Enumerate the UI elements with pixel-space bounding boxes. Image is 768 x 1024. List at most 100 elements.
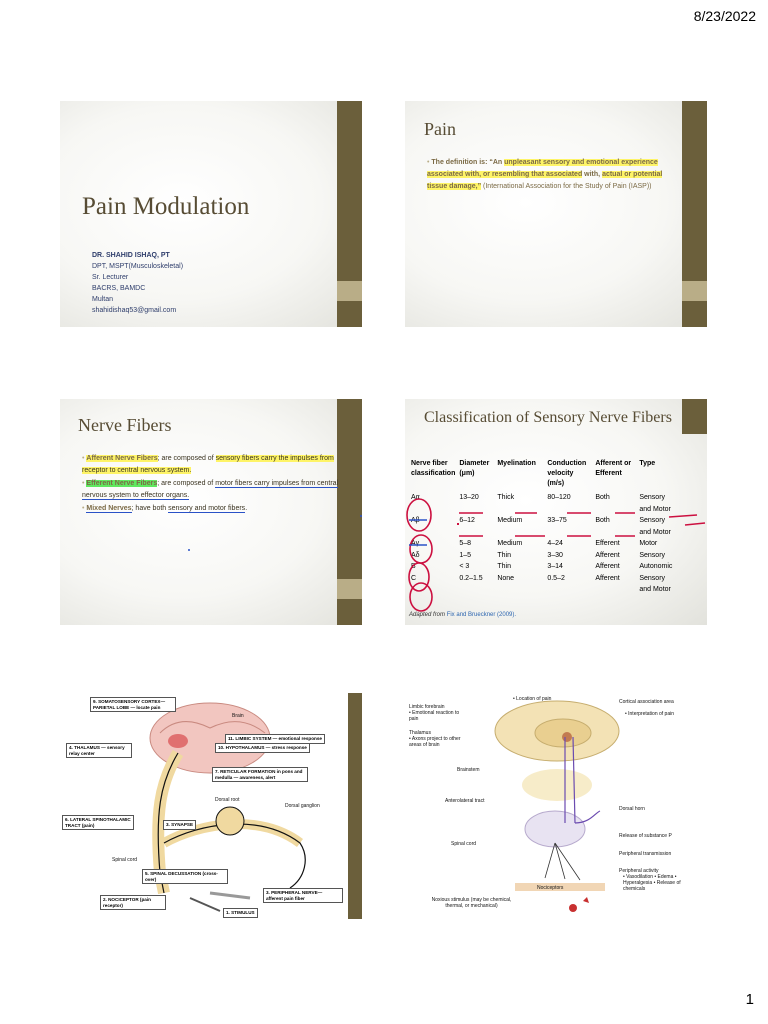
slide-classification: Classification of Sensory Nerve Fibers N… bbox=[405, 399, 707, 625]
table-cell: Medium bbox=[497, 540, 523, 547]
table-cell: 6–12 bbox=[459, 517, 475, 524]
table-cell: Both bbox=[595, 494, 610, 501]
label-thalamus: Thalamus bbox=[409, 730, 431, 736]
label-stimulus: 1. STIMULUS bbox=[223, 908, 258, 918]
author-line: BACRS, BAMDC bbox=[92, 285, 146, 292]
author-email: shahidishaq53@gmail.com bbox=[92, 307, 177, 314]
label-somatosensory: 9. SOMATOSENSORY CORTEX—PARIETAL LOBE — … bbox=[90, 697, 176, 712]
label-decussation: 5. SPINAL DECUSSATION (cross-over) bbox=[142, 869, 228, 884]
label-dorsal-ganglion: Dorsal ganglion bbox=[285, 803, 320, 809]
label-reticular: 7. RETICULAR FORMATION in pons and medul… bbox=[212, 767, 308, 782]
slide-accent-bar bbox=[682, 101, 707, 327]
label-limbic-sub: • Emotional reaction to pain bbox=[409, 710, 460, 722]
table-cell: Thin bbox=[497, 551, 511, 559]
label-dorsal-horn: Dorsal horn bbox=[619, 806, 645, 812]
label-peripheral-nerve: 3. PERIPHERAL NERVE— afferent pain fiber bbox=[263, 888, 343, 903]
table-cell: Sensory and Motor bbox=[639, 517, 671, 536]
table-cell: 3–14 bbox=[547, 563, 563, 570]
author-line: Multan bbox=[92, 296, 114, 303]
table-cell: Medium bbox=[497, 517, 523, 524]
slide-accent-bar bbox=[682, 399, 707, 434]
list-item: • Mixed Nerves; have both sensory and mo… bbox=[82, 505, 248, 513]
label-limbic: Limbic forebrain bbox=[409, 704, 445, 710]
table-cell: Autonomic bbox=[639, 563, 673, 570]
column-header: Type bbox=[639, 460, 656, 467]
table-cell: 0.2–1.5 bbox=[459, 574, 483, 582]
label-thalamus-sub: • Axons project to other areas of brain bbox=[409, 736, 461, 748]
slide-heading: Nerve Fibers bbox=[78, 415, 172, 435]
slide-pain-perception: • Location of pain Limbic forebrain • Em… bbox=[405, 693, 707, 919]
page-number: 1 bbox=[745, 991, 754, 1008]
label-anterolateral: Anterolateral tract bbox=[445, 798, 485, 804]
slide-accent-bar bbox=[337, 399, 362, 625]
pain-definition: • The definition is: “An unpleasant sens… bbox=[427, 159, 663, 190]
label-brain: Brain bbox=[232, 713, 244, 719]
label-brainstem: Brainstem bbox=[457, 767, 480, 773]
column-header: Diameter (μm) bbox=[459, 460, 490, 477]
table-cell: Afferent bbox=[595, 551, 620, 559]
label-location: • Location of pain bbox=[513, 696, 552, 702]
table-cell: Aα bbox=[411, 494, 420, 501]
slide-nerve-fibers: Nerve Fibers • Afferent Nerve Fibers; ar… bbox=[60, 399, 362, 625]
label-lateral-tract: 6. LATERAL SPINOTHALAMIC TRACT (pain) bbox=[62, 815, 134, 830]
label-synapse: 3. SYNAPSE bbox=[163, 820, 197, 830]
table-cell: Sensory bbox=[639, 551, 666, 559]
table-cell: Thin bbox=[497, 563, 511, 570]
label-cortical-sub: • Interpretation of pain bbox=[625, 711, 675, 717]
table-row: Aα 13–20 Thick 80–120 Both Sensory and Motor bbox=[411, 492, 679, 515]
column-header: Afferent or Efferent bbox=[595, 460, 632, 477]
label-noxious-stimulus: Noxious stimulus (may be chemical, therm… bbox=[431, 897, 512, 909]
author-block: DR. SHAHID ISHAQ, PT DPT, MSPT(Musculosk… bbox=[92, 250, 183, 316]
table-cell: 13–20 bbox=[459, 494, 479, 501]
table-cell: 80–120 bbox=[547, 494, 571, 501]
label-peripheral-activity: Peripheral activity bbox=[619, 868, 659, 874]
table-row: Aγ 5–8 Medium 4–24 Efferent Motor bbox=[411, 538, 679, 550]
author-name: DR. SHAHID ISHAQ, PT bbox=[92, 252, 170, 259]
slide-pain: Pain • The definition is: “An unpleasant… bbox=[405, 101, 707, 327]
list-item: • Afferent Nerve Fibers; are composed of… bbox=[82, 455, 334, 474]
table-cell: Afferent bbox=[595, 574, 620, 582]
table-header-row: Nerve fiber classification Diameter (μm)… bbox=[411, 459, 679, 492]
table-cell: Afferent bbox=[595, 563, 620, 570]
table-cell: 4–24 bbox=[547, 540, 563, 547]
table-cell: 33–75 bbox=[547, 517, 567, 524]
table-row: C 0.2–1.5 None 0.5–2 Afferent Sensory and Mot… bbox=[411, 573, 679, 596]
column-header: Conduction velocity (m/s) bbox=[547, 460, 587, 487]
slide-title: Pain Modulation DR. SHAHID ISHAQ, PT DPT… bbox=[60, 101, 362, 327]
table-cell: C bbox=[411, 574, 417, 582]
table-cell: Efferent bbox=[595, 540, 620, 547]
table-cell: Aγ bbox=[411, 540, 420, 547]
table-cell: 5–8 bbox=[459, 540, 472, 547]
table-cell: Sensory and Motor bbox=[639, 494, 671, 513]
slide-title-heading: Pain Modulation bbox=[82, 193, 250, 220]
label-spinal-cord: Spinal cord bbox=[451, 841, 477, 847]
list-item: • Efferent Nerve Fibers; are composed of… bbox=[82, 480, 339, 500]
table-cell: Thick bbox=[497, 494, 515, 501]
nerve-fiber-list: • Afferent Nerve Fibers; are composed of… bbox=[82, 453, 342, 516]
label-dorsal-root: Dorsal root bbox=[215, 797, 240, 803]
label-peripheral-transmission: Peripheral transmission bbox=[619, 851, 672, 857]
column-header: Nerve fiber classification bbox=[411, 460, 456, 477]
slide-heading: Pain bbox=[424, 119, 457, 139]
table-cell: 0.5–2 bbox=[547, 574, 565, 582]
label-activity-list: • Vasodilation • Edema • Hyperalgesia • … bbox=[623, 874, 681, 892]
label-nociceptors: Nociceptors bbox=[537, 885, 564, 891]
table-cell: 1–5 bbox=[459, 551, 472, 559]
label-release-p: Release of substance P bbox=[619, 833, 672, 839]
slide-pain-pathway: 9. SOMATOSENSORY CORTEX—PARIETAL LOBE — … bbox=[60, 693, 362, 919]
slide-heading: Classification of Sensory Nerve Fibers bbox=[424, 409, 672, 426]
author-line: DPT, MSPT(Musculoskeletal) bbox=[92, 263, 184, 270]
table-cell: Both bbox=[595, 517, 610, 524]
label-hypothalamus: 10. HYPOTHALAMUS — stress response bbox=[215, 743, 310, 753]
table-cell: < 3 bbox=[459, 563, 470, 570]
label-nociceptor: 2. NOCICEPTOR (pain receptor) bbox=[100, 895, 166, 910]
label-spinal-cord: Spinal cord bbox=[112, 857, 138, 863]
page-date: 8/23/2022 bbox=[693, 8, 756, 24]
table-cell: Motor bbox=[639, 540, 658, 547]
table-cell: Sensory and Motor bbox=[639, 574, 671, 594]
column-header: Myelination bbox=[497, 460, 536, 467]
table-cell: None bbox=[497, 574, 515, 582]
table-caption: Adapted from Fix and Brueckner (2009). bbox=[409, 612, 517, 618]
pain-perception-illustration bbox=[405, 693, 707, 919]
